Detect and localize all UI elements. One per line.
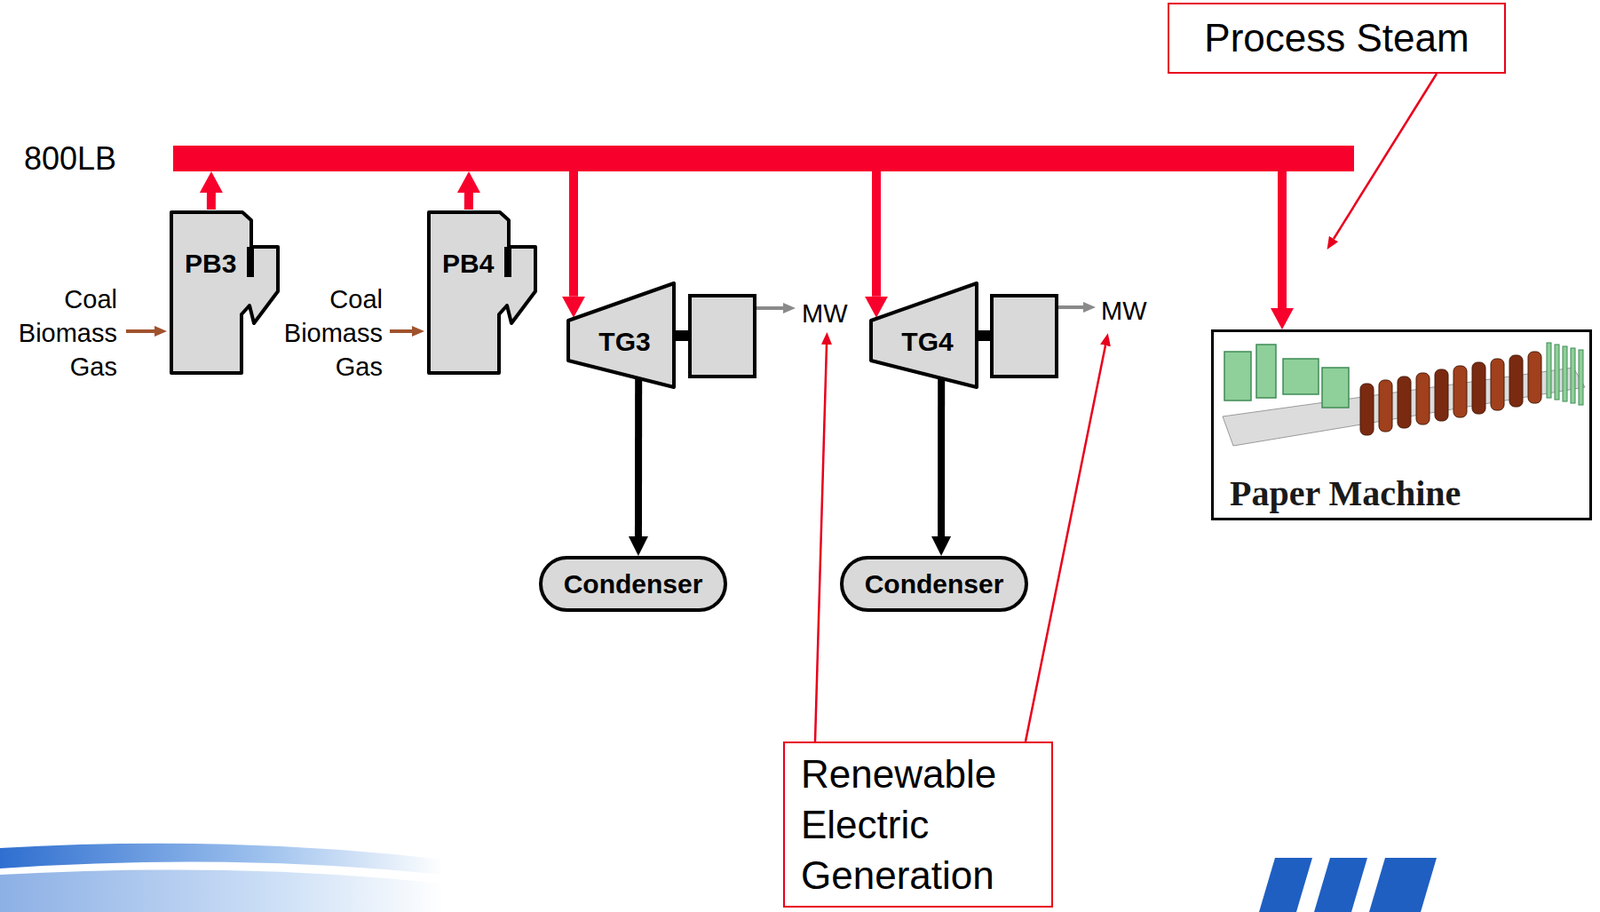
- steam-line: [871, 171, 881, 297]
- node-text: Renewable Electric Generation: [800, 748, 1038, 901]
- boiler-node: PB3: [168, 209, 281, 376]
- boiler-shape: [171, 212, 278, 373]
- node-text: PB3: [184, 248, 237, 279]
- node-text: Condenser: [563, 569, 704, 600]
- header-label: 800LB: [23, 140, 117, 178]
- steam-line: [206, 192, 216, 210]
- node-text: TG3: [573, 326, 676, 357]
- node-text: Condenser: [864, 569, 1005, 600]
- boiler-shape: [428, 212, 536, 373]
- callout2-node: Renewable Electric Generation: [783, 741, 1054, 908]
- leader-line: [1025, 345, 1106, 742]
- leader-line: [815, 344, 827, 742]
- steam-line: [464, 192, 474, 210]
- power-arrow: [756, 306, 784, 310]
- logo-bar: [1369, 857, 1437, 912]
- boiler-node: PB4: [426, 209, 539, 376]
- generator: [991, 295, 1057, 377]
- exhaust-line: [937, 377, 945, 537]
- machine-frame: [1224, 344, 1349, 408]
- header-node: 800LB: [173, 145, 1355, 172]
- shaft: [675, 330, 690, 341]
- node-text: Paper Machine: [1226, 472, 1465, 515]
- fuel-arrow: [126, 329, 155, 333]
- boiler-outline: [426, 209, 539, 376]
- boiler-detail: [246, 246, 254, 278]
- power-arrow: [1058, 305, 1084, 309]
- generator: [689, 295, 755, 377]
- steam-line: [1277, 171, 1287, 309]
- turbine-node: TG3: [566, 280, 676, 390]
- shaft: [977, 330, 992, 341]
- exhaust-line: [634, 377, 642, 537]
- steam-line: [569, 171, 579, 297]
- boiler-outline: [168, 209, 281, 376]
- boiler-detail: [504, 246, 512, 278]
- paper-node: Paper Machine: [1211, 329, 1593, 521]
- footer-swoosh: [0, 869, 444, 912]
- machine-rods: [1546, 342, 1584, 405]
- fuel-label: Coal Biomass Gas: [284, 282, 383, 384]
- logo-bar: [1314, 857, 1368, 912]
- node-text: TG4: [876, 326, 979, 357]
- node-text: PB4: [442, 248, 494, 279]
- logo-bar: [1259, 857, 1313, 912]
- fuel-arrow: [389, 329, 412, 333]
- output-label: MW: [1100, 294, 1148, 327]
- cond-node: Condenser: [538, 555, 728, 612]
- fuel-label: Coal Biomass Gas: [18, 282, 118, 384]
- footer-swoosh: [0, 843, 444, 875]
- cond-node: Condenser: [839, 555, 1029, 612]
- dryer-cylinders: [1360, 351, 1542, 436]
- output-label: MW: [801, 297, 848, 330]
- node-text: Process Steam: [1203, 15, 1469, 61]
- turbine-node: TG4: [869, 280, 979, 390]
- callout-node: Process Steam: [1167, 2, 1506, 74]
